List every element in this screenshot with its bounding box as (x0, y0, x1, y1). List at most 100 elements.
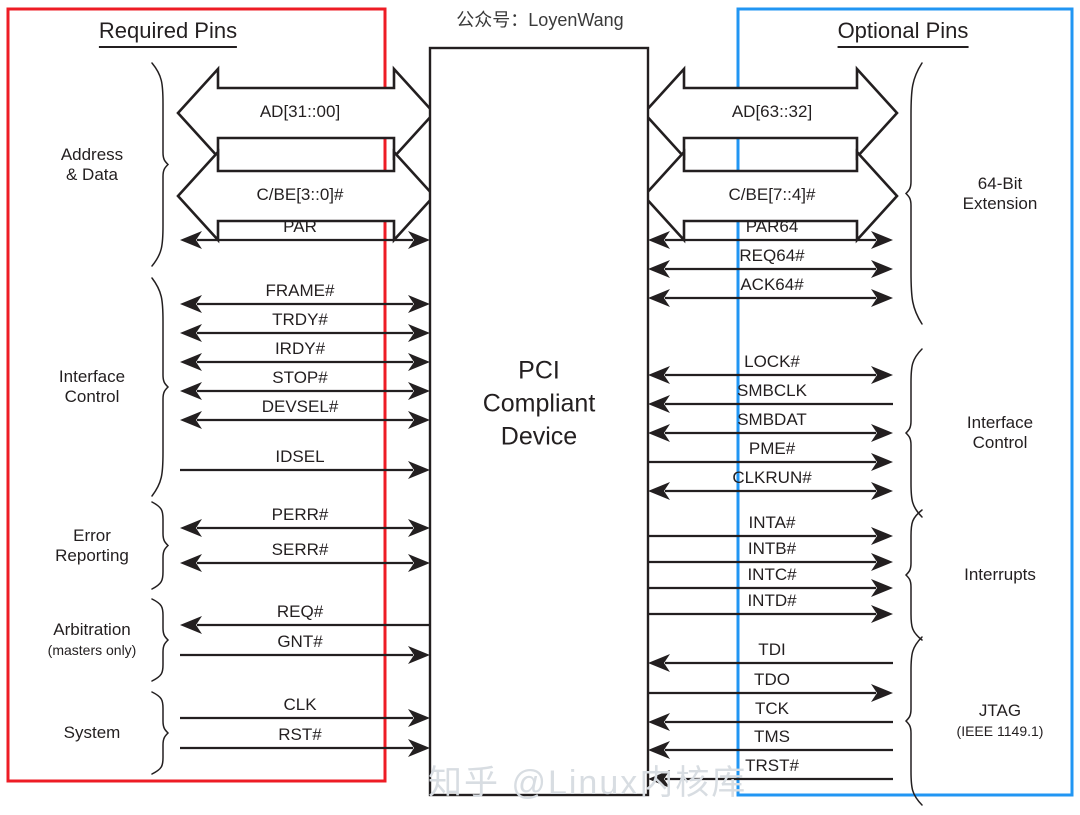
arrowhead-left-icon (648, 231, 670, 249)
signal-label-AD[31::00]: AD[31::00] (259, 102, 341, 121)
signal-SMBDAT (648, 424, 893, 442)
signal-label-TMS: TMS (754, 727, 790, 746)
signal-label-IDSEL: IDSEL (275, 447, 325, 466)
arrowhead-left-icon (648, 260, 670, 278)
arrowhead-right-icon (871, 366, 893, 384)
signal-label-SERR#: SERR# (271, 540, 329, 559)
signal-label-CLKRUN#: CLKRUN# (732, 468, 812, 487)
signal-IRDY# (180, 353, 430, 371)
group-brace-left-4 (151, 691, 170, 775)
signal-ACK64# (648, 289, 893, 307)
arrowhead-left-icon (180, 519, 202, 537)
group-label-line1: System (63, 722, 121, 742)
signal-label-INTA#: INTA# (748, 513, 796, 532)
arrowhead-left-icon (180, 353, 202, 371)
signal-RST# (180, 739, 430, 757)
arrowhead-right-icon (871, 289, 893, 307)
signal-PAR64 (648, 231, 893, 249)
arrowhead-left-icon (648, 741, 670, 759)
signal-label-TDI: TDI (758, 640, 786, 659)
arrowhead-left-icon (180, 382, 202, 400)
required-pins-title: Required Pins (98, 18, 238, 48)
arrowhead-right-icon (871, 482, 893, 500)
arrowhead-right-icon (408, 709, 430, 727)
signal-label-INTD#: INTD# (747, 591, 797, 610)
signal-TCK (648, 713, 893, 731)
signal-label-RST#: RST# (278, 725, 322, 744)
group-label-line1: Interface (58, 366, 126, 386)
signal-label-PAR64: PAR64 (745, 217, 799, 236)
group-label-left-3: Arbitration (masters only) (48, 620, 137, 660)
signal-LOCK# (648, 366, 893, 384)
group-brace-left-2 (151, 501, 170, 590)
optional-pins-title: Optional Pins (837, 18, 969, 48)
arrowhead-right-icon (871, 424, 893, 442)
signal-label-PME#: PME# (748, 439, 796, 458)
arrowhead-left-icon (648, 395, 670, 413)
group-label-line2: Control (972, 433, 1028, 452)
signal-label-C/BE[7::4]#: C/BE[7::4]# (728, 185, 816, 204)
group-label-line2: Extension (962, 193, 1038, 213)
signal-label-FRAME#: FRAME# (265, 281, 335, 300)
device-line-1: PCI (518, 356, 560, 385)
arrowhead-right-icon (408, 461, 430, 479)
group-label-line2: Reporting (55, 545, 129, 565)
arrowhead-right-icon (408, 295, 430, 313)
signal-TDO (648, 684, 893, 702)
signal-label-AD[63::32]: AD[63::32] (731, 102, 813, 121)
signal-SERR# (180, 554, 430, 572)
signal-CLK (180, 709, 430, 727)
signal-REQ64# (648, 260, 893, 278)
group-brace-right-3 (904, 636, 923, 806)
signal-label-SMBCLK: SMBCLK (737, 381, 807, 400)
signal-STOP# (180, 382, 430, 400)
signal-DEVSEL# (180, 411, 430, 429)
required-pins-boundary (6, 7, 387, 783)
signal-INTB# (648, 553, 893, 571)
signal-TRDY# (180, 324, 430, 342)
arrowhead-left-icon (180, 554, 202, 572)
group-label-line1: Arbitration (53, 619, 131, 639)
arrowhead-right-icon (871, 579, 893, 597)
arrowhead-right-icon (408, 353, 430, 371)
group-brace-right-2 (904, 509, 923, 641)
device-line-2: Compliant (482, 389, 596, 418)
group-label-line1: JTAG (978, 700, 1022, 720)
group-brace-left-3 (151, 598, 170, 682)
signal-REQ# (180, 616, 430, 634)
optional-pins-boundary (736, 7, 1074, 797)
signal-label-STOP#: STOP# (272, 368, 328, 387)
arrowhead-right-icon (408, 739, 430, 757)
signal-label-DEVSEL#: DEVSEL# (261, 397, 339, 416)
signal-label-IRDY#: IRDY# (274, 339, 326, 358)
signal-label-LOCK#: LOCK# (744, 352, 800, 371)
signal-label-INTB#: INTB# (747, 539, 797, 558)
signal-INTA# (648, 527, 893, 545)
arrowhead-left-icon (180, 231, 202, 249)
signal-label-PAR: PAR (283, 217, 317, 236)
pci-device-box (428, 46, 650, 797)
arrowhead-left-icon (180, 411, 202, 429)
group-label-line2: Control (64, 387, 120, 406)
arrowhead-right-icon (408, 324, 430, 342)
signal-PME# (648, 453, 893, 471)
signal-INTC# (648, 579, 893, 597)
arrowhead-left-icon (180, 616, 202, 634)
group-label-line1: Interface (966, 412, 1034, 432)
arrowhead-left-icon (180, 324, 202, 342)
group-label-left-0: Address& Data (61, 144, 123, 184)
arrowhead-right-icon (408, 554, 430, 572)
arrowhead-right-icon (408, 231, 430, 249)
group-label-line1: Interrupts (964, 564, 1036, 584)
signal-PAR (180, 231, 430, 249)
device-line-3: Device (500, 422, 578, 451)
signal-label-CLK: CLK (283, 695, 317, 714)
signal-IDSEL (180, 461, 430, 479)
group-label-line2: (masters only) (47, 642, 137, 658)
arrowhead-right-icon (408, 382, 430, 400)
group-brace-left-1 (151, 277, 170, 497)
